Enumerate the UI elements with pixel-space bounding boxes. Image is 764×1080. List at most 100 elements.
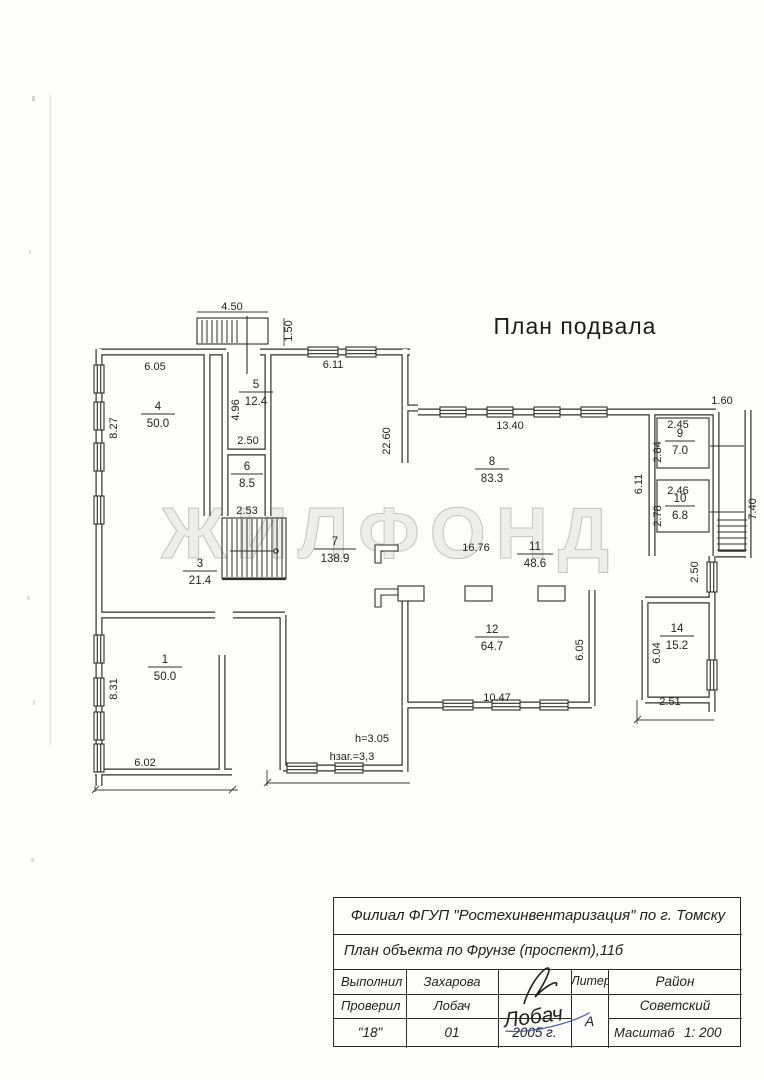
page-title: План подвала — [494, 313, 657, 339]
internal-staircase — [221, 517, 287, 581]
titleblock-line — [498, 969, 500, 1048]
checked-signature-text: Лобач — [501, 1002, 565, 1032]
room-label-14: 14 15.2 — [660, 623, 694, 652]
date-year: 2005 г. — [512, 1025, 557, 1040]
room-label-12: 12 64.7 — [475, 624, 509, 653]
svg-text:14: 14 — [671, 623, 684, 635]
date-month: 01 — [444, 1025, 460, 1040]
hall-piers — [374, 544, 566, 608]
executed-signature-scribble — [523, 967, 558, 1005]
dimension-labels: 4.50 1.50 6.05 6.11 8.27 4.96 2.50 2.53 … — [108, 301, 759, 769]
dim-10-47: 10.47 — [483, 692, 511, 704]
district-value: Советский — [639, 998, 711, 1013]
entry-porch-stairs — [196, 311, 285, 374]
dim-16-76: 16.76 — [462, 542, 490, 554]
dim-6-02: 6.02 — [134, 757, 155, 769]
svg-text:138.9: 138.9 — [321, 553, 350, 565]
svg-text:50.0: 50.0 — [147, 418, 169, 430]
titleblock-object: План объекта по Фрунзе (проспект),11б — [344, 943, 624, 959]
dim-6-11-top: 6.11 — [323, 359, 344, 371]
dim-7-40: 7.40 — [747, 498, 759, 519]
svg-text:6: 6 — [244, 461, 250, 473]
titleblock-line — [406, 969, 408, 1048]
room-label-4: 450.0 — [141, 401, 175, 430]
dim-6-05-vert: 6.05 — [574, 639, 586, 660]
room-label-3: 321.4 — [183, 558, 217, 587]
dim-4-96: 4.96 — [230, 399, 242, 420]
executed-label: Выполнил — [341, 974, 403, 989]
titleblock-line — [334, 934, 742, 936]
room-label-11: 11 48.6 — [517, 541, 553, 570]
dimension-lines — [91, 700, 714, 794]
svg-text:83.3: 83.3 — [481, 473, 503, 485]
dim-2-78: 2.78 — [652, 505, 664, 526]
signature-area: Лобач — [501, 967, 590, 1033]
svg-text:7.0: 7.0 — [672, 445, 688, 457]
window-marks — [93, 346, 718, 774]
dim-2-50-room5: 2.50 — [237, 435, 258, 447]
scan-artifacts — [27, 94, 52, 862]
svg-text:10: 10 — [674, 493, 687, 505]
dim-2-53: 2.53 — [236, 505, 257, 517]
svg-text:11: 11 — [529, 541, 541, 553]
dim-8-31: 8.31 — [108, 678, 120, 699]
titleblock-line — [608, 1018, 742, 1020]
titleblock-line — [334, 1018, 571, 1020]
room-label-5: 512.4 — [239, 379, 273, 408]
checked-signature-flourish — [505, 1012, 590, 1033]
dim-2-50-right: 2.50 — [689, 561, 701, 582]
room-label-6: 68.5 — [231, 461, 263, 490]
dim-2-84: 2.84 — [652, 441, 664, 462]
dim-6-11-vert: 6.11 — [633, 474, 645, 495]
svg-text:8.5: 8.5 — [239, 478, 255, 490]
svg-text:6.8: 6.8 — [672, 510, 688, 522]
date-day: "18" — [357, 1025, 383, 1040]
room-label-8: 883.3 — [475, 456, 509, 485]
titleblock-line — [334, 969, 742, 971]
annotation-height-zag: hзаг.=3,3 — [330, 751, 375, 763]
executed-by: Захарова — [423, 974, 481, 989]
room-label-7: 7 138.9 — [314, 536, 356, 565]
dim-2-46: 2.46 — [667, 485, 688, 497]
svg-text:3: 3 — [197, 558, 203, 570]
dim-6-04: 6.04 — [651, 642, 663, 663]
dim-6-05: 6.05 — [144, 361, 165, 373]
room-label-9: 97.0 — [665, 428, 695, 457]
checked-label: Проверил — [341, 998, 401, 1013]
right-corridor-stairs — [717, 519, 747, 551]
svg-text:15.2: 15.2 — [666, 640, 688, 652]
svg-text:8: 8 — [489, 456, 495, 468]
svg-text:12: 12 — [486, 624, 499, 636]
title-block: Филиал ФГУП "Ростехинвентаризация" по г.… — [333, 897, 742, 1048]
district-label: Район — [655, 974, 695, 989]
dim-22-60: 22.60 — [381, 427, 393, 455]
dim-1-60: 1.60 — [711, 395, 732, 407]
svg-text:7: 7 — [332, 536, 338, 548]
scale-value: 1: 200 — [684, 1025, 722, 1040]
svg-text:64.7: 64.7 — [481, 641, 503, 653]
svg-text:50.0: 50.0 — [154, 671, 176, 683]
room-labels: 450.0 512.4 68.5 321.4 883.3 97.0 106.8 … — [141, 379, 695, 683]
svg-text:5: 5 — [253, 379, 259, 391]
svg-text:48.6: 48.6 — [524, 558, 546, 570]
svg-text:9: 9 — [677, 428, 683, 440]
dim-2-51: 2.51 — [659, 696, 680, 708]
titleblock-line — [571, 969, 573, 1048]
titleblock-organization: Филиал ФГУП "Ростехинвентаризация" по г.… — [350, 907, 726, 924]
svg-text:21.4: 21.4 — [189, 575, 212, 587]
watermark-text: ЖИЛФОНД — [160, 494, 619, 574]
annotation-height: h=3.05 — [355, 733, 389, 745]
room9-room10-partitions — [656, 417, 744, 533]
room-label-10: 106.8 — [665, 493, 695, 522]
dim-2-45: 2.45 — [667, 419, 688, 431]
dim-4-50: 4.50 — [221, 301, 242, 313]
liter-value: А — [584, 1013, 595, 1029]
svg-text:4: 4 — [155, 401, 162, 413]
dim-8-27: 8.27 — [108, 417, 120, 438]
dim-13-40: 13.40 — [496, 420, 524, 432]
room-label-1: 150.0 — [148, 654, 182, 683]
scale-label: Масштаб: — [614, 1025, 674, 1040]
liter-label: Литер — [571, 974, 608, 988]
